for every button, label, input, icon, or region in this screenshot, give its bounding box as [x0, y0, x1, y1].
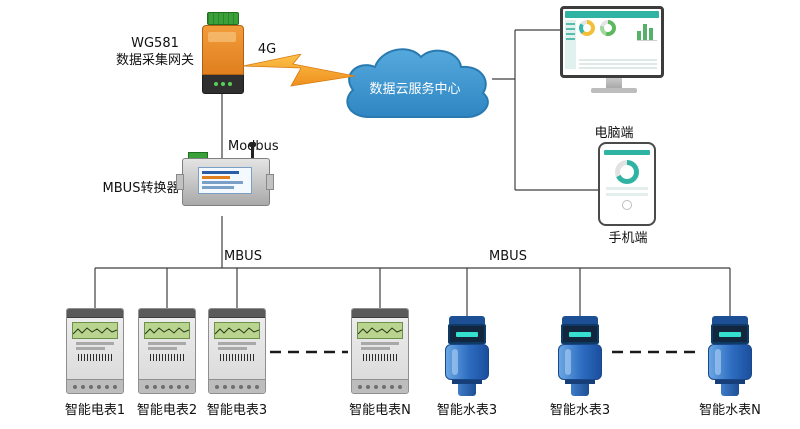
water-meter-pipe	[721, 384, 739, 396]
meter-lcd	[72, 322, 118, 339]
water-meter-2-label: 智能水表3	[549, 403, 611, 418]
donut-chart-icon	[600, 20, 617, 36]
meter-markings	[209, 342, 265, 350]
electric-meter-1-label: 智能电表1	[64, 403, 126, 418]
gateway-device	[199, 12, 247, 94]
pc-label: 电脑端	[594, 126, 634, 141]
mbus-bus-label-right: MBUS	[489, 249, 527, 264]
meter-terminals	[209, 379, 265, 393]
water-meter-flange	[565, 380, 595, 384]
electric-meter-n-label: 智能电表N	[349, 403, 411, 418]
water-meter-cap	[449, 316, 485, 324]
electric-meter-2	[138, 308, 196, 394]
gateway-name: 数据采集网关	[115, 52, 194, 68]
electric-meter-3-label: 智能电表3	[206, 403, 268, 418]
phone-home-button	[622, 200, 632, 210]
water-meter-pipe	[458, 384, 476, 396]
meter-terminals	[352, 379, 408, 393]
electric-meter-3	[208, 308, 266, 394]
phone-label: 手机端	[608, 231, 648, 246]
electric-meter-2-label: 智能电表2	[136, 403, 198, 418]
meter-lcd	[144, 322, 190, 339]
meter-terminals	[67, 379, 123, 393]
water-meter-cap	[562, 316, 598, 324]
gateway-model: WG581	[131, 36, 179, 51]
gateway-body	[202, 25, 244, 75]
lcd-waveform-icon	[358, 326, 402, 334]
meter-terminals	[139, 379, 195, 393]
meter-barcode	[363, 354, 397, 361]
gateway-terminal-block	[207, 12, 239, 25]
meter-barcode	[78, 354, 112, 361]
water-meter-body	[558, 344, 602, 380]
lightning-bolt-icon	[243, 54, 355, 87]
meter-top-cover	[139, 309, 195, 318]
meter-barcode	[220, 354, 254, 361]
converter-label-sticker	[198, 167, 252, 194]
monitor-icon	[560, 6, 664, 78]
water-meter-flange	[452, 380, 482, 384]
mobile-client	[598, 142, 656, 226]
mbus-bus-label-left: MBUS	[224, 249, 262, 264]
meter-markings	[67, 342, 123, 350]
meter-top-cover	[209, 309, 265, 318]
water-meter-display	[561, 324, 599, 344]
antenna-icon	[249, 142, 256, 159]
water-meter-body	[445, 344, 489, 380]
lcd-waveform-icon	[215, 326, 259, 334]
bar-chart-icon	[637, 22, 657, 41]
meter-top-cover	[352, 309, 408, 318]
cloud-service: 数据云服务中心	[335, 26, 495, 132]
meter-markings	[352, 342, 408, 350]
lcd-waveform-icon	[73, 326, 117, 334]
water-meter-display	[711, 324, 749, 344]
gateway-label: WG581 数据采集网关	[100, 36, 210, 70]
water-meter-1-label: 智能水表3	[436, 403, 498, 418]
cloud-label: 数据云服务中心	[369, 82, 461, 97]
meter-barcode	[150, 354, 184, 361]
water-meter-n	[706, 316, 754, 396]
electric-meter-1	[66, 308, 124, 394]
lcd-waveform-icon	[145, 326, 189, 334]
gateway-front-panel	[202, 75, 244, 94]
gauge-icon	[615, 160, 639, 184]
phone-app-rows	[604, 187, 650, 196]
water-meter-2	[556, 316, 604, 396]
meter-lcd	[357, 322, 403, 339]
water-meter-pipe	[571, 384, 589, 396]
monitor-base	[591, 88, 637, 93]
dashboard-header-bar	[565, 11, 659, 18]
water-meter-body	[708, 344, 752, 380]
dashboard-sidebar	[565, 20, 576, 69]
cloud-icon	[346, 48, 489, 118]
electric-meter-n	[351, 308, 409, 394]
water-meter-display	[448, 324, 486, 344]
monitor-stand	[606, 78, 622, 88]
water-meter-1	[443, 316, 491, 396]
wireless-4g-label: 4G	[257, 42, 277, 57]
donut-chart-icon	[579, 20, 595, 36]
converter-mount-ear	[266, 174, 274, 190]
water-meter-n-label: 智能水表N	[699, 403, 761, 418]
converter-label: MBUS转换器	[102, 181, 180, 196]
dashboard-table-rows	[579, 57, 659, 69]
water-meter-cap	[712, 316, 748, 324]
modbus-label: Modbus	[228, 139, 288, 156]
meter-markings	[139, 342, 195, 350]
mbus-converter-device	[176, 142, 274, 216]
meter-top-cover	[67, 309, 123, 318]
converter-mount-ear	[176, 174, 184, 190]
pc-client	[560, 6, 668, 124]
water-meter-flange	[715, 380, 745, 384]
meter-lcd	[214, 322, 260, 339]
phone-app-header	[604, 150, 650, 155]
